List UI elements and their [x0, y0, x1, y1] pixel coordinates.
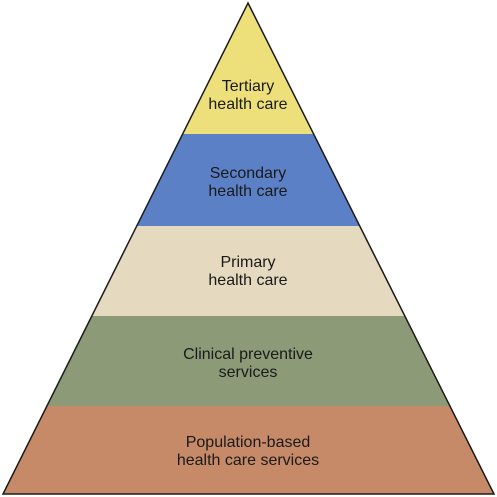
tier-label-clinical-preventive-line-2: services	[219, 364, 278, 381]
tier-label-primary-line-1: Primary	[220, 254, 275, 271]
tier-band-secondary	[136, 134, 360, 226]
tier-band-population-based	[3, 406, 494, 494]
tier-label-tertiary-line-1: Tertiary	[222, 78, 274, 95]
tier-label-primary-line-2: health care	[208, 272, 287, 289]
tier-label-secondary-line-2: health care	[208, 183, 287, 200]
tier-label-tertiary-line-2: health care	[208, 96, 287, 113]
tier-band-primary	[91, 226, 405, 316]
tier-label-population-based-line-1: Population-based	[186, 434, 311, 451]
tier-label-population-based-line-2: health care services	[177, 452, 319, 469]
tier-band-tertiary	[182, 3, 314, 134]
tier-label-secondary-line-1: Secondary	[210, 165, 287, 182]
tier-label-clinical-preventive-line-1: Clinical preventive	[183, 346, 313, 363]
tier-band-clinical-preventive	[46, 316, 450, 406]
